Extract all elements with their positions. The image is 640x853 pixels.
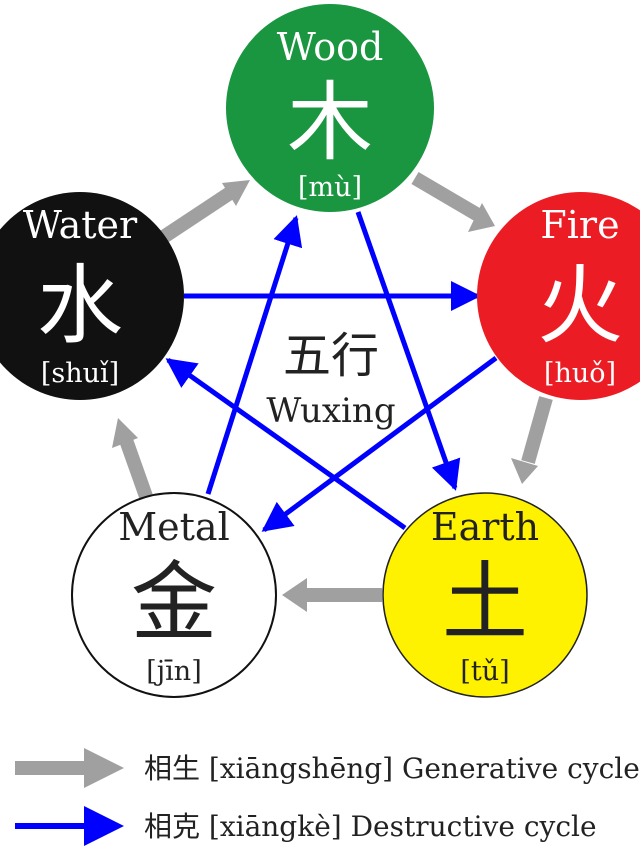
center-hanzi: 五行	[283, 328, 379, 384]
element-wood: Wood 木 [mù]	[226, 4, 434, 212]
earth-char: 土	[442, 553, 528, 653]
water-circle	[0, 192, 184, 400]
arrow-metal-to-wood	[205, 215, 303, 495]
legend-destructive-arrow	[15, 806, 124, 846]
legend-generative-arrow	[15, 748, 124, 788]
wood-pinyin: [mù]	[298, 172, 362, 203]
center-latin: Wuxing	[266, 391, 395, 431]
arrow-water-to-wood	[158, 180, 250, 244]
earth-name: Earth	[431, 505, 539, 549]
metal-circle	[71, 492, 277, 698]
metal-pinyin: [jīn]	[146, 656, 201, 687]
element-earth: Earth 土 [tǔ]	[382, 492, 588, 698]
wood-char: 木	[287, 73, 373, 173]
fire-char: 火	[537, 256, 623, 356]
generative-arrows	[112, 171, 553, 612]
legend-generative-label: 相生 [xiāngshēng] Generative cycle	[144, 752, 640, 785]
element-water: Water 水 [shuǐ]	[0, 192, 184, 400]
fire-name: Fire	[540, 203, 619, 247]
arrow-wood-to-earth	[355, 211, 461, 491]
wood-name: Wood	[277, 25, 384, 69]
arrow-metal-to-water	[112, 418, 155, 505]
metal-name: Metal	[118, 505, 229, 549]
fire-pinyin: [huǒ]	[544, 358, 616, 389]
destructive-arrows	[165, 211, 498, 533]
water-char: 水	[37, 256, 123, 356]
legend-destructive-label: 相克 [xiāngkè] Destructive cycle	[144, 810, 597, 843]
earth-circle	[382, 492, 588, 698]
arrow-earth-to-metal	[282, 578, 382, 612]
water-pinyin: [shuǐ]	[41, 358, 119, 389]
metal-char: 金	[131, 553, 217, 653]
arrow-fire-to-earth	[511, 396, 553, 484]
element-fire: Fire 火 [huǒ]	[477, 192, 640, 400]
element-metal: Metal 金 [jīn]	[71, 492, 277, 698]
fire-circle	[477, 192, 640, 400]
arrow-wood-to-fire	[411, 171, 495, 232]
center-label: 五行 Wuxing	[266, 328, 395, 431]
arrow-earth-to-water	[165, 357, 407, 531]
wood-circle	[226, 4, 434, 212]
water-name: Water	[23, 203, 138, 247]
earth-pinyin: [tǔ]	[460, 656, 509, 687]
arrow-fire-to-metal	[261, 355, 498, 533]
legend: 相生 [xiāngshēng] Generative cycle 相克 [xiā…	[15, 748, 640, 846]
